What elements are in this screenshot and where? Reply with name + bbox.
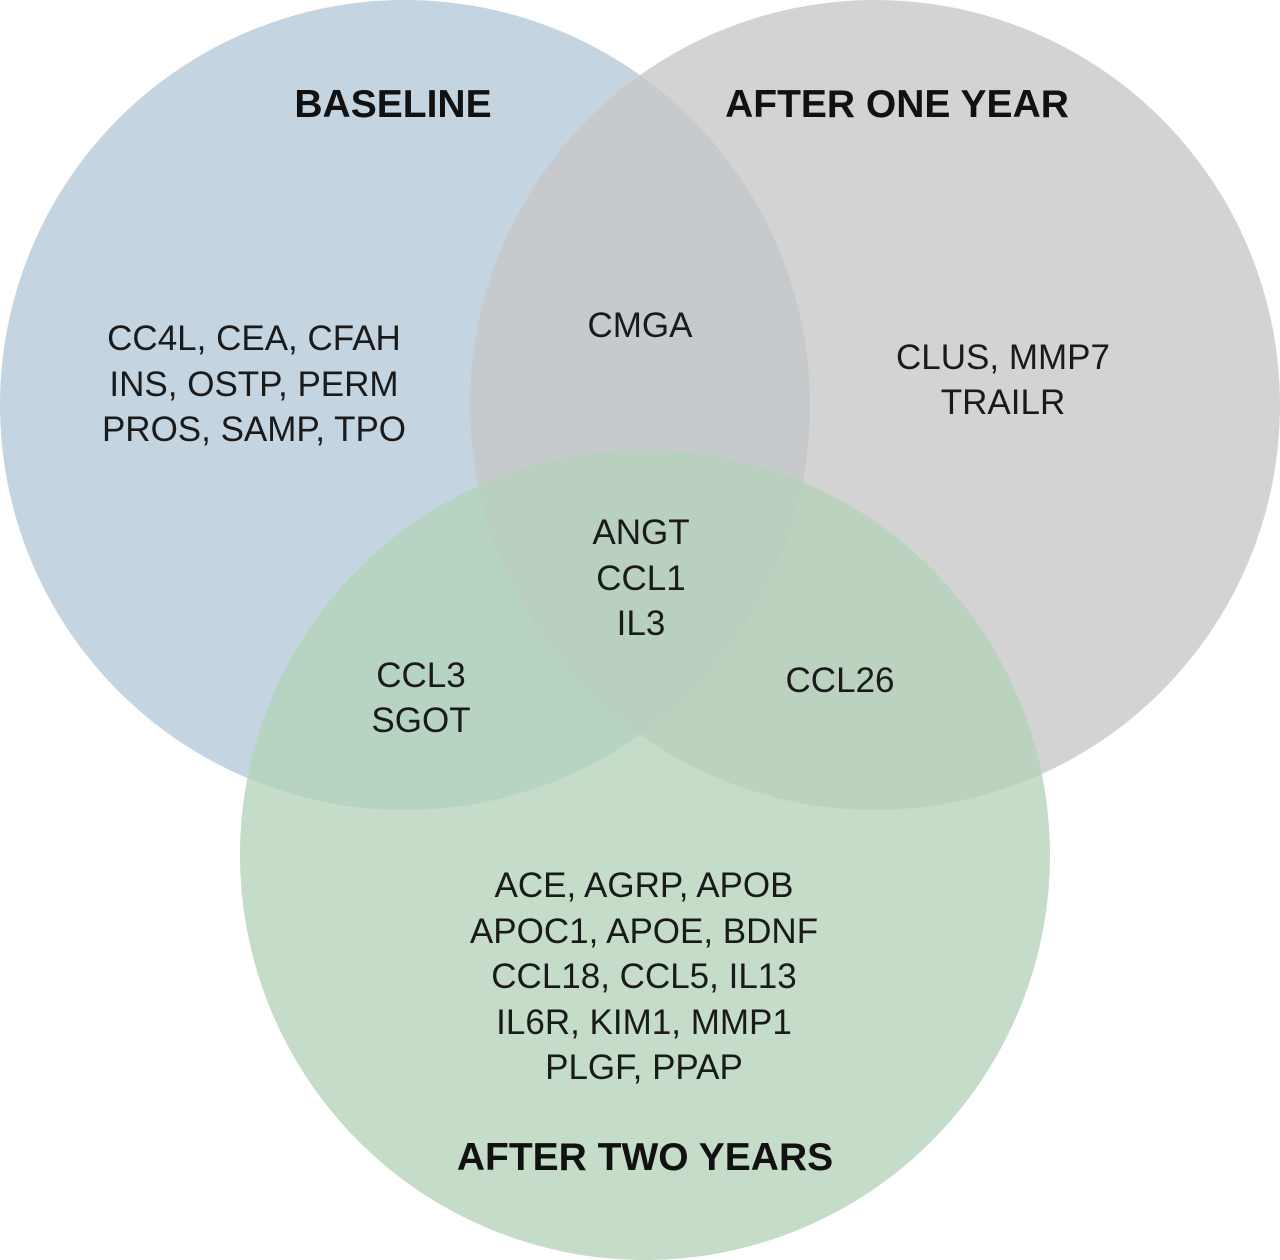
region-label: INS, OSTP, PERM xyxy=(109,365,398,404)
title-after-two-years: AFTER TWO YEARS xyxy=(457,1136,833,1179)
title-baseline: BASELINE xyxy=(294,83,491,126)
region-label: CCL1 xyxy=(596,559,685,598)
region-label: IL6R, KIM1, MMP1 xyxy=(496,1003,792,1042)
region-label: ACE, AGRP, APOB xyxy=(495,866,794,905)
region-label: SGOT xyxy=(371,701,470,740)
region-label: PROS, SAMP, TPO xyxy=(102,410,406,449)
region-label: PLGF, PPAP xyxy=(545,1048,743,1087)
region-baseline-only: CC4L, CEA, CFAH INS, OSTP, PERM PROS, SA… xyxy=(102,319,406,449)
title-after-one-year: AFTER ONE YEAR xyxy=(725,83,1069,126)
region-label: APOC1, APOE, BDNF xyxy=(470,912,818,951)
region-label: TRAILR xyxy=(941,383,1065,422)
region-label: CCL3 xyxy=(376,656,465,695)
region-one-year-only: CLUS, MMP7 TRAILR xyxy=(896,338,1110,422)
region-label: CC4L, CEA, CFAH xyxy=(107,319,401,358)
circle-after-two-years xyxy=(240,450,1050,1260)
region-baseline-and-two-years: CCL3 SGOT xyxy=(371,656,470,740)
region-label: ANGT xyxy=(592,513,689,552)
region-label: CCL26 xyxy=(786,661,895,700)
region-label: CMGA xyxy=(588,306,694,345)
region-all-three: ANGT CCL1 IL3 xyxy=(592,513,689,643)
region-label: CLUS, MMP7 xyxy=(896,338,1110,377)
region-baseline-and-one-year: CMGA xyxy=(588,306,694,345)
region-one-year-and-two-years: CCL26 xyxy=(786,661,895,700)
region-two-years-only: ACE, AGRP, APOB APOC1, APOE, BDNF CCL18,… xyxy=(470,866,818,1087)
region-label: IL3 xyxy=(617,604,666,643)
region-label: CCL18, CCL5, IL13 xyxy=(491,957,796,996)
